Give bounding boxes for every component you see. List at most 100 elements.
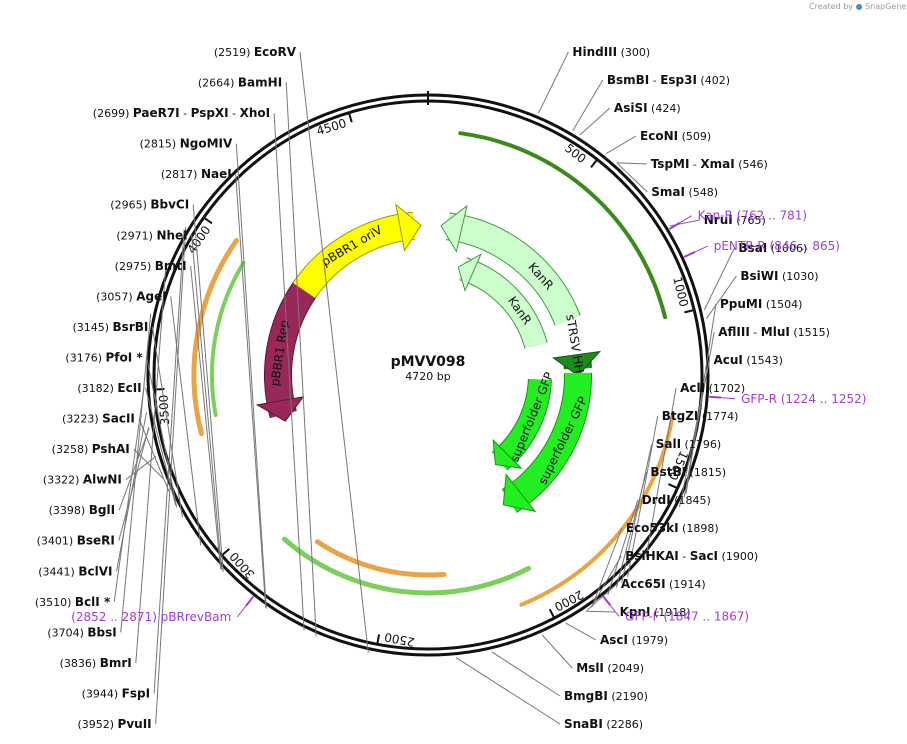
site-label[interactable]: EcoNI (509) — [640, 129, 711, 143]
track-arc — [314, 539, 447, 578]
site-label[interactable]: (2965) BbvCI — [110, 198, 189, 212]
site-leader — [273, 113, 305, 631]
site-label[interactable]: KpnI (1918) — [620, 605, 691, 619]
site-label[interactable]: HindIII (300) — [572, 45, 650, 59]
site-label[interactable]: (2815) NgoMIV — [140, 137, 233, 151]
primer-mark — [245, 595, 255, 607]
site-label[interactable]: NruI (765) — [704, 213, 766, 227]
site-label[interactable]: (3258) PshAI — [52, 442, 130, 456]
site-label[interactable]: TspMI - XmaI (546) — [651, 157, 768, 171]
site-leader — [565, 622, 597, 641]
site-label[interactable]: (2699) PaeR7I - PspXI - XhoI — [93, 106, 270, 120]
primer-mark — [709, 395, 722, 399]
site-label[interactable]: BsaI (1006) — [738, 241, 807, 255]
site-leader — [170, 296, 202, 546]
tick-mark — [548, 608, 556, 619]
tick-mark — [667, 483, 678, 490]
tick-mark — [376, 634, 381, 645]
feature-arrowhead — [395, 203, 422, 252]
primer-leader — [694, 245, 708, 253]
feature-arrowhead — [255, 396, 305, 422]
site-leader — [125, 455, 157, 480]
site-leader — [138, 418, 170, 492]
site-label[interactable]: (2975) BmtI — [115, 259, 187, 273]
site-label[interactable]: AcuI (1543) — [713, 353, 783, 367]
site-label[interactable]: Acc65I (1914) — [621, 577, 706, 591]
site-label[interactable]: (3223) SacII — [62, 412, 135, 426]
site-label[interactable]: (3441) BclVI — [38, 564, 112, 578]
site-label[interactable]: (3952) PvuII — [77, 717, 151, 731]
primer-label[interactable]: (2852 .. 2871) pBRrevBam — [71, 610, 231, 624]
site-label[interactable]: AclI (1702) — [680, 381, 745, 395]
site-leader — [615, 471, 647, 588]
restriction-sites[interactable]: HindIII (300) BsmBI - Esp3I (402) AsiSI (4… — [35, 45, 830, 731]
feature-arc — [501, 372, 592, 513]
site-label[interactable]: (3182) EcII — [77, 381, 141, 395]
site-label[interactable]: SalI (1796) — [656, 437, 721, 451]
site-label[interactable]: AsiSI (424) — [614, 101, 681, 115]
site-leader — [113, 386, 145, 602]
site-leader — [703, 247, 735, 311]
tick-label: 4500 — [315, 116, 348, 138]
site-label[interactable]: BstBI (1815) — [650, 465, 726, 479]
site-label[interactable]: AscI (1979) — [600, 633, 668, 647]
site-label[interactable]: Eco53kI (1898) — [626, 521, 719, 535]
site-label[interactable]: (3401) BseRI — [37, 534, 115, 548]
primers[interactable]: Kan-R (762 .. 781) pENTR-R (846 .. 865) GF… — [71, 209, 866, 624]
tick-mark — [154, 388, 165, 391]
site-label[interactable]: SmaI (548) — [651, 185, 718, 199]
primer-label[interactable]: GFP-R (1224 .. 1252) — [741, 392, 866, 406]
site-leader — [607, 499, 639, 595]
site-leader — [491, 651, 561, 697]
site-leader — [146, 357, 178, 508]
site-label[interactable]: BsiWI (1030) — [740, 269, 818, 283]
site-leader — [118, 427, 150, 541]
site-label[interactable]: (2971) NheI — [116, 228, 187, 242]
site-label[interactable]: BtgZI (1774) — [662, 409, 739, 423]
site-label[interactable]: SnaBI (2286) — [564, 717, 643, 731]
site-leader — [145, 387, 177, 506]
site-label[interactable]: (3176) PfoI * — [65, 350, 143, 364]
site-label[interactable]: DrdI (1845) — [642, 493, 711, 507]
site-label[interactable]: (2519) EcoRV — [214, 45, 297, 59]
site-label[interactable]: (3057) AgeI — [96, 289, 167, 303]
feature-arc — [459, 258, 547, 349]
tick-mark — [347, 112, 353, 123]
site-leader — [190, 265, 222, 570]
site-label[interactable]: (2817) NaeI — [161, 167, 232, 181]
site-leader — [537, 51, 569, 114]
site-label[interactable]: (3322) AlwNI — [43, 473, 122, 487]
site-label[interactable]: (2664) BamHI — [198, 76, 282, 90]
track-arc — [458, 131, 667, 320]
site-leader — [135, 265, 167, 663]
site-leader — [616, 162, 647, 165]
site-leader — [616, 162, 648, 193]
feature-arrowhead — [492, 438, 523, 469]
feature-arc — [293, 212, 416, 298]
primer-label[interactable]: GFP-F (1847 .. 1867) — [625, 609, 749, 623]
site-leader — [705, 275, 737, 319]
site-label[interactable]: (3944) FspI — [82, 686, 150, 700]
site-label[interactable]: (3836) BmrI — [60, 656, 132, 670]
track-arc — [210, 260, 246, 417]
site-label[interactable]: (3510) BclI * — [35, 595, 111, 609]
site-leader — [118, 428, 150, 511]
site-label[interactable]: BsiHKAI - SacI (1900) — [625, 549, 758, 563]
site-label[interactable]: MslI (2049) — [576, 661, 644, 675]
site-label[interactable]: AflIII - MluI (1515) — [718, 325, 830, 339]
site-leader — [579, 107, 611, 136]
site-label[interactable]: (3145) BsrBI — [72, 320, 148, 334]
site-label[interactable]: PpuMI (1504) — [720, 297, 802, 311]
credit-brand: SnapGene — [865, 2, 907, 11]
site-leader — [153, 229, 185, 694]
primer-label[interactable]: pENTR-R (846 .. 865) — [714, 239, 840, 253]
site-label[interactable]: BmgBI (2190) — [564, 689, 648, 703]
site-label[interactable]: BsmBI - Esp3I (402) — [607, 73, 730, 87]
site-label[interactable]: (3398) BglI — [49, 503, 115, 517]
primer-label[interactable]: Kan-R (762 .. 781) — [698, 209, 808, 223]
site-label[interactable]: (3704) BbsI — [47, 625, 116, 639]
site-leader — [299, 51, 369, 653]
tick-mark — [203, 216, 213, 225]
